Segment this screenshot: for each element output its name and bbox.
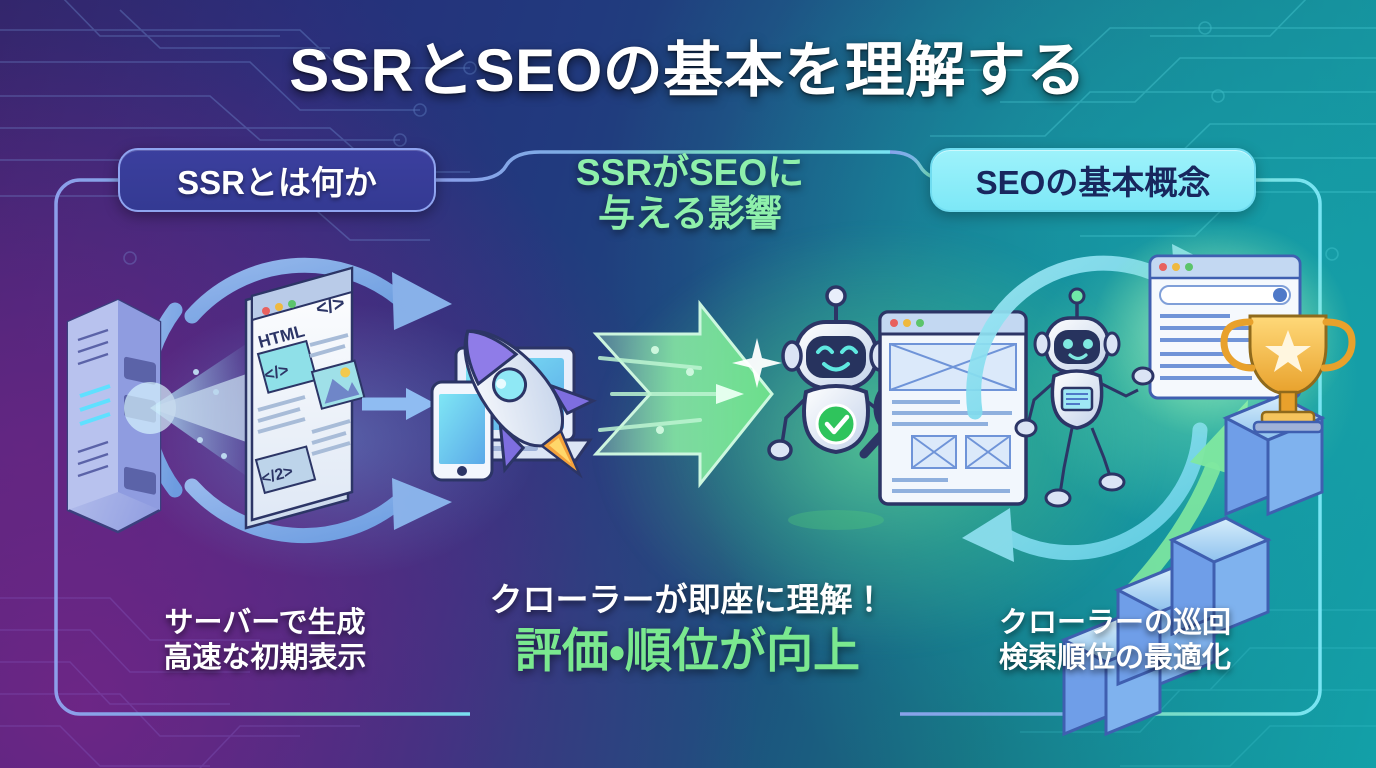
caption-seo-line1: クローラーの巡回 xyxy=(998,607,1231,639)
section-chip-impact[interactable]: SSRがSEOに 与える影響 xyxy=(520,152,860,235)
caption-impact-line1: クローラーが即座に理解！ xyxy=(489,581,886,618)
caption-impact: クローラーが即座に理解！ 評価・順位が向上 xyxy=(455,580,920,680)
section-chip-impact-line2: 与える影響 xyxy=(598,193,782,235)
caption-impact-line2: 評価・順位が向上 xyxy=(515,624,860,678)
section-chip-seo[interactable]: SEOの基本概念 xyxy=(930,148,1256,212)
caption-seo: クローラーの巡回 検索順位の最適化 xyxy=(950,606,1280,677)
caption-ssr-line1: サーバーで生成 xyxy=(164,607,366,639)
section-chip-seo-label: SEOの基本概念 xyxy=(975,164,1211,201)
caption-ssr-line2: 高速な初期表示 xyxy=(163,642,367,675)
section-chip-impact-line1: SSRがSEOに xyxy=(575,152,805,193)
caption-ssr: サーバーで生成 高速な初期表示 xyxy=(100,606,430,677)
page-title: SSRとSEOの基本を理解する xyxy=(289,37,1087,104)
caption-seo-line2: 検索順位の最適化 xyxy=(998,642,1231,675)
section-chip-ssr[interactable]: SSRとは何か xyxy=(118,148,436,212)
section-chip-ssr-label: SSRとは何か xyxy=(177,164,377,201)
